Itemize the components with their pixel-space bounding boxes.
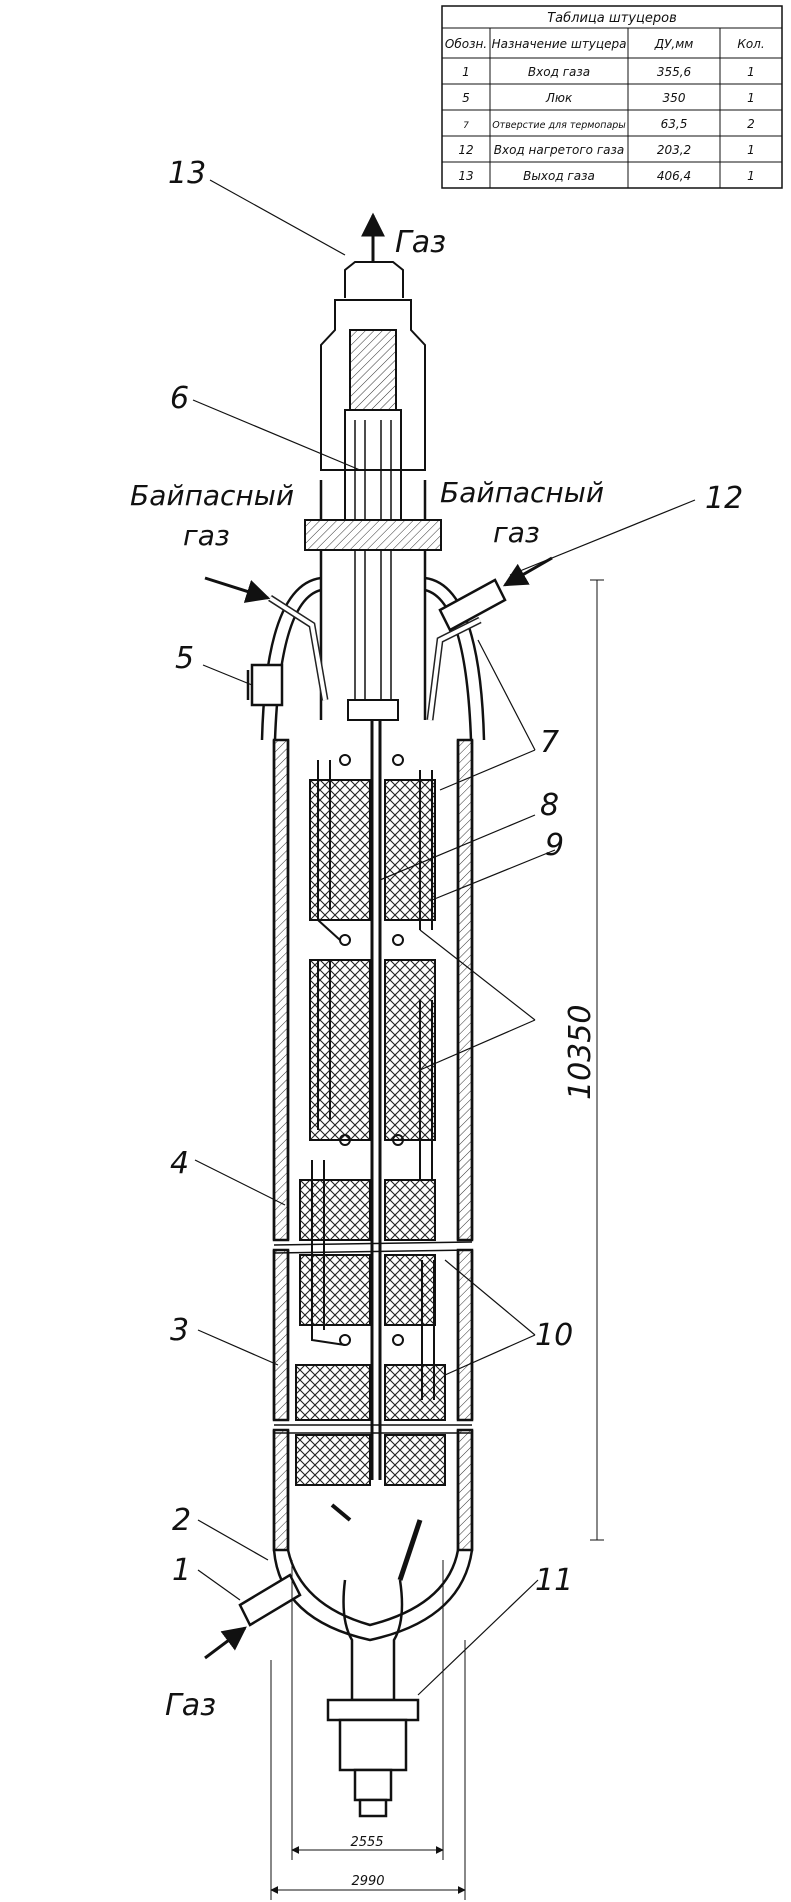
table-row: 12 Вход нагретого газа 203,2 1 bbox=[458, 143, 754, 157]
svg-text:406,4: 406,4 bbox=[657, 169, 691, 183]
table-header-mark: Обозн. bbox=[445, 37, 487, 51]
svg-text:Выход газа: Выход газа bbox=[523, 169, 595, 183]
callout-2: 2 bbox=[172, 1503, 191, 1538]
svg-text:13: 13 bbox=[458, 169, 473, 183]
svg-text:1: 1 bbox=[462, 65, 470, 79]
callout-10: 10 bbox=[535, 1318, 573, 1353]
callout-13: 13 bbox=[168, 156, 206, 191]
callout-4: 4 bbox=[170, 1146, 189, 1181]
callout-3: 3 bbox=[170, 1313, 189, 1348]
internal-pipes bbox=[311, 720, 435, 1480]
svg-text:1: 1 bbox=[747, 65, 755, 79]
reactor-shell bbox=[272, 738, 474, 1552]
svg-text:5: 5 bbox=[462, 91, 470, 105]
svg-text:Вход нагретого газа: Вход нагретого газа bbox=[494, 143, 624, 157]
bypass-left-label-2: газ bbox=[183, 519, 230, 552]
dimension-lines bbox=[270, 579, 604, 1900]
table-header-purpose: Назначение штуцера bbox=[492, 37, 627, 51]
callout-9: 9 bbox=[545, 828, 564, 863]
svg-text:Вход газа: Вход газа bbox=[528, 65, 590, 79]
svg-text:1: 1 bbox=[747, 91, 755, 105]
svg-text:Люк: Люк bbox=[545, 91, 573, 105]
bypass-left-label-1: Байпасный bbox=[130, 479, 294, 512]
callout-12: 12 bbox=[705, 481, 743, 516]
dimension-inner-width: 2555 bbox=[350, 1835, 383, 1850]
upper-dome bbox=[246, 576, 507, 741]
leader-lines bbox=[192, 179, 696, 1696]
table-row: 5 Люк 350 1 bbox=[462, 91, 755, 105]
svg-text:12: 12 bbox=[458, 143, 473, 157]
table-header-count: Кол. bbox=[737, 37, 764, 51]
table-row: 1 Вход газа 355,6 1 bbox=[462, 65, 755, 79]
svg-text:7: 7 bbox=[463, 121, 469, 131]
svg-text:Отверстие для термопары: Отверстие для термопары bbox=[492, 120, 626, 131]
bypass-right-label-1: Байпасный bbox=[440, 476, 604, 509]
bottom-head bbox=[204, 1503, 474, 1818]
table-header-diameter: ДУ,мм bbox=[654, 37, 694, 51]
table-row: 13 Выход газа 406,4 1 bbox=[458, 169, 754, 183]
svg-text:355,6: 355,6 bbox=[657, 65, 692, 79]
callout-1: 1 bbox=[172, 1553, 191, 1588]
bypass-right-label-2: газ bbox=[493, 516, 540, 549]
table-title: Таблица штуцеров bbox=[547, 11, 677, 26]
svg-text:1: 1 bbox=[747, 143, 755, 157]
gas-out-label: Газ bbox=[395, 225, 446, 260]
svg-text:1: 1 bbox=[747, 169, 755, 183]
svg-text:350: 350 bbox=[663, 91, 686, 105]
callout-11: 11 bbox=[535, 1563, 573, 1598]
svg-text:2: 2 bbox=[747, 117, 755, 131]
svg-text:203,2: 203,2 bbox=[657, 143, 691, 157]
gas-outlet-nozzle bbox=[304, 212, 442, 721]
nozzle-table: Таблица штуцеров Обозн. Назначение штуце… bbox=[441, 5, 783, 189]
callout-8: 8 bbox=[540, 788, 559, 823]
svg-text:63,5: 63,5 bbox=[661, 117, 688, 131]
table-row: 7 Отверстие для термопары 63,5 2 bbox=[463, 117, 755, 131]
dimension-outer-width: 2990 bbox=[351, 1874, 384, 1889]
dimension-height: 10350 bbox=[563, 1005, 598, 1100]
callout-5: 5 bbox=[175, 641, 194, 676]
callout-7: 7 bbox=[540, 725, 559, 760]
gas-in-label: Газ bbox=[165, 1688, 216, 1723]
callout-6: 6 bbox=[170, 381, 189, 416]
